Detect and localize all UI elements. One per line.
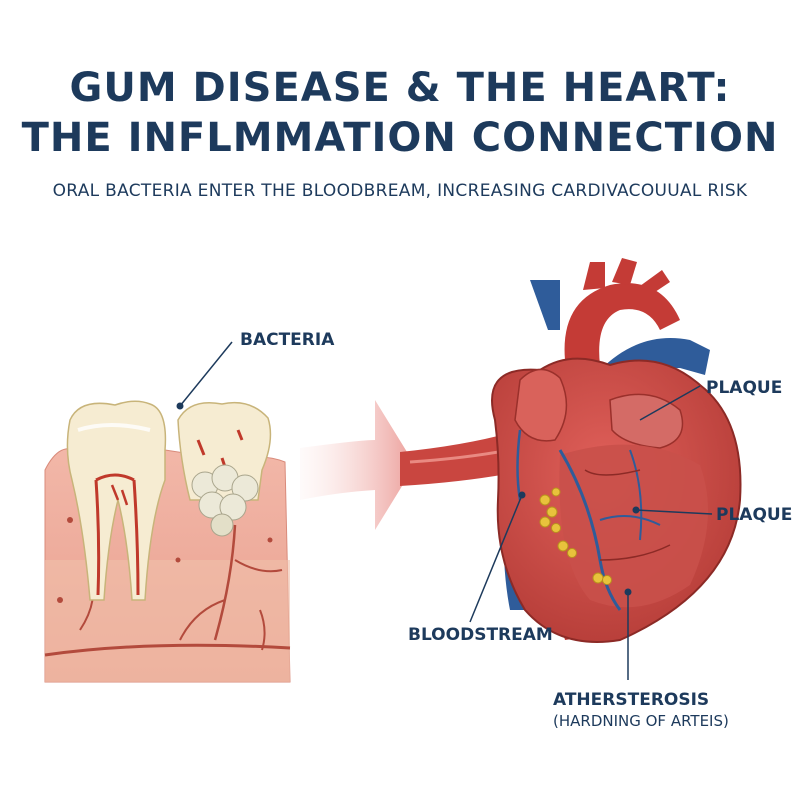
label-plaque-top: PLAQUE: [706, 378, 783, 398]
plaque-deposits: [539, 487, 612, 585]
heart: [491, 258, 742, 643]
page-subtitle: ORAL BACTERIA ENTER THE BLOODBREAM, INCR…: [52, 181, 748, 201]
plaque-cluster: [191, 464, 259, 537]
page-title-line-1: GUM DISEASE & THE HEART:: [69, 65, 731, 111]
label-bloodstream: BLOODSTREAM: [408, 625, 553, 645]
leader-lines: [179, 341, 713, 680]
label-atherosclerosis-sub: (HARDNING OF ARTEIS): [553, 712, 729, 730]
tooth-left: [66, 400, 167, 601]
label-plaque-right: PLAQUE: [716, 505, 793, 525]
label-atherosclerosis: ATHERSTEROSIS: [553, 690, 710, 710]
label-bacteria: BACTERIA: [240, 330, 335, 350]
page-title-line-2: THE INFLMMATION CONNECTION: [21, 115, 779, 161]
